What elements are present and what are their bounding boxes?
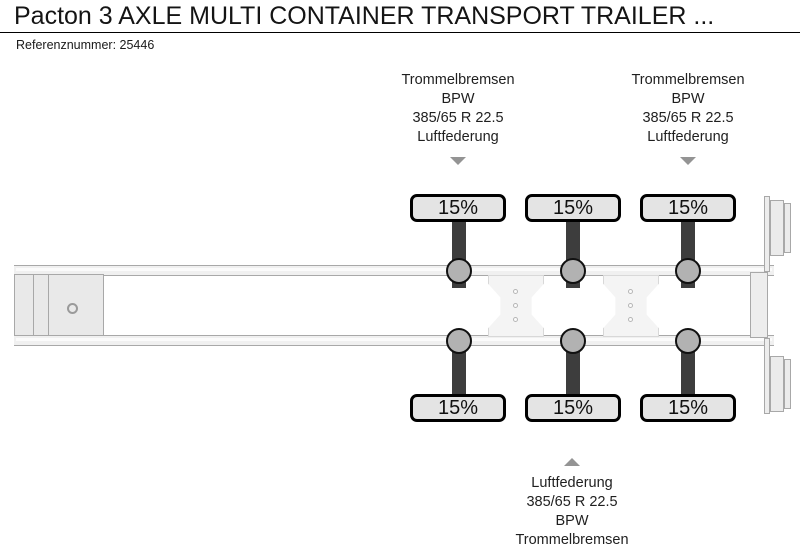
- annotation-line: BPW: [671, 91, 705, 107]
- rear-bumper-panel-upper: [770, 200, 784, 256]
- wheel-hub-bottom-1: [446, 328, 472, 354]
- tread-depth-top-3[interactable]: 15%: [640, 194, 736, 222]
- tread-depth-bottom-1[interactable]: 15%: [410, 394, 506, 422]
- tread-depth-top-1[interactable]: 15%: [410, 194, 506, 222]
- rear-bumper-edge-lower: [784, 359, 791, 409]
- annotation-line: BPW: [555, 513, 589, 529]
- rear-vertical-post-lower: [764, 338, 770, 414]
- rear-bumper-edge-upper: [784, 203, 791, 253]
- hanger-hole: [513, 289, 518, 294]
- wheel-hub-top-3: [675, 258, 701, 284]
- arrow-down-icon: [680, 157, 696, 165]
- reference-number: Referenznummer: 25446: [16, 38, 155, 52]
- tread-depth-bottom-3[interactable]: 15%: [640, 394, 736, 422]
- header-divider: [0, 32, 800, 33]
- chassis-rail-bottom-highlight: [16, 338, 772, 341]
- annotation-line: Luftfederung: [417, 129, 499, 145]
- chassis-rail-top-highlight: [16, 268, 772, 271]
- wheel-hub-top-2: [560, 258, 586, 284]
- arrow-up-icon: [564, 458, 580, 466]
- annotation-line: Luftfederung: [647, 129, 729, 145]
- annotation-line: 385/65 R 22.5: [526, 494, 618, 510]
- front-plate-left-segment: [14, 274, 34, 336]
- hanger-hole: [628, 317, 633, 322]
- hanger-hole: [513, 303, 518, 308]
- wheel-hub-top-1: [446, 258, 472, 284]
- annotation-top-right-axle: Trommelbremsen BPW 385/65 R 22.5 Luftfed…: [598, 71, 778, 147]
- hanger-hole: [628, 289, 633, 294]
- kingpin-icon: [67, 303, 78, 314]
- annotation-top-left-axle: Trommelbremsen BPW 385/65 R 22.5 Luftfed…: [368, 71, 548, 147]
- rear-bumper-panel-lower: [770, 356, 784, 412]
- annotation-bottom-axle: Luftfederung 385/65 R 22.5 BPW Trommelbr…: [482, 474, 662, 550]
- hanger-hole: [513, 317, 518, 322]
- hanger-hole: [628, 303, 633, 308]
- rear-vertical-post-upper: [764, 196, 770, 272]
- annotation-line: 385/65 R 22.5: [412, 110, 504, 126]
- annotation-line: Trommelbremsen: [631, 72, 745, 88]
- annotation-line: Luftfederung: [531, 475, 613, 491]
- annotation-line: Trommelbremsen: [515, 532, 629, 548]
- tread-depth-bottom-2[interactable]: 15%: [525, 394, 621, 422]
- page-title: Pacton 3 AXLE MULTI CONTAINER TRANSPORT …: [14, 2, 715, 30]
- annotation-line: Trommelbremsen: [401, 72, 515, 88]
- wheel-hub-bottom-2: [560, 328, 586, 354]
- arrow-down-icon: [450, 157, 466, 165]
- annotation-line: BPW: [441, 91, 475, 107]
- wheel-hub-bottom-3: [675, 328, 701, 354]
- annotation-line: 385/65 R 22.5: [642, 110, 734, 126]
- tread-depth-top-2[interactable]: 15%: [525, 194, 621, 222]
- rear-center-beam: [750, 272, 768, 338]
